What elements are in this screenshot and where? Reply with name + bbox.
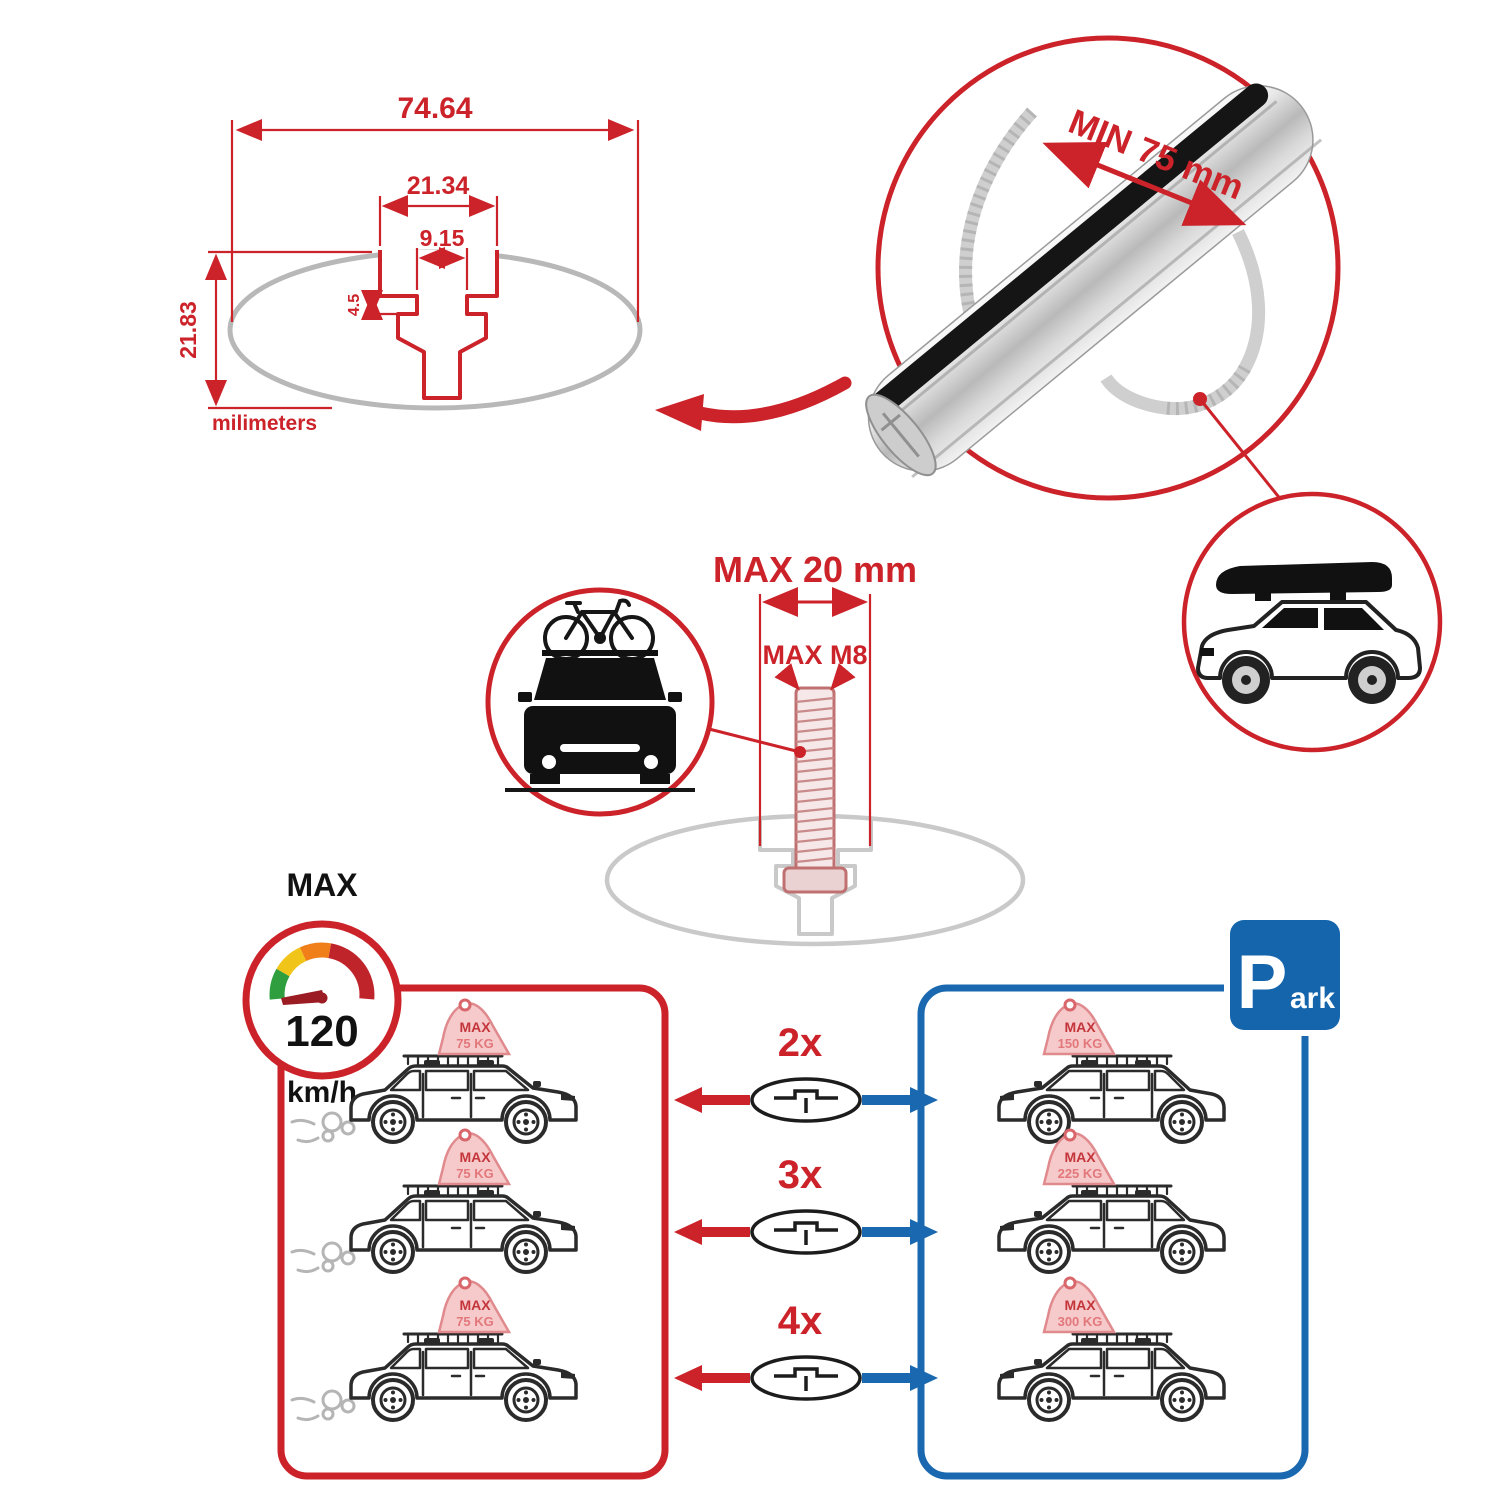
roof-box: [1216, 562, 1392, 594]
tag-value: 300 KG: [1058, 1314, 1103, 1329]
tag-label: MAX: [1064, 1149, 1096, 1165]
tag-label: MAX: [1064, 1019, 1096, 1035]
t-slot-profile: [378, 250, 499, 400]
max-bolt-leader-left: [774, 663, 800, 691]
gauge-needle: [281, 990, 326, 1005]
bar-count-3: 4x: [778, 1299, 823, 1343]
bolt-connector-line: [708, 727, 801, 754]
dim-slot-width-label: 9.15: [420, 225, 465, 251]
bolt-marker-dot: [794, 746, 806, 758]
max-width-label: MAX 20 mm: [713, 549, 917, 590]
cross-section-diagram: 74.64 21.34 9.15 21.83 4.5 milimeters: [175, 92, 852, 435]
dim-slot-extensions: [415, 248, 469, 290]
gauge-arc-yellow: [276, 947, 307, 977]
dim-opening-width-label: 21.34: [407, 172, 470, 200]
suv-connector-line: [1198, 398, 1288, 507]
load-table: P ark MAX 120 km/h MAX 75 KG 2x: [242, 867, 1346, 1480]
gauge-arc-orange: [299, 942, 332, 962]
dim-height-label: 21.83: [175, 301, 201, 359]
load-row-2: MAX 75 KG 3x MAX 225 KG: [290, 1128, 1224, 1272]
min-span-arrow: [1042, 141, 1247, 226]
dim-lip-label: 4.5: [346, 294, 363, 316]
tag-label: MAX: [459, 1149, 491, 1165]
bolt-diagram: MAX 20 mm MAX M8: [485, 549, 1026, 947]
load-row-3: MAX 75 KG 4x MAX 300 KG: [290, 1276, 1224, 1420]
bar-detail: MIN 75 mm: [865, 35, 1443, 753]
park-sign-letter: P: [1237, 940, 1288, 1025]
load-row-1: MAX 75 KG 2x MAX 150 KG: [290, 998, 1224, 1142]
pointer-arrow: [655, 376, 852, 431]
park-sign: P ark: [1224, 914, 1346, 1036]
bar-count-1: 2x: [778, 1021, 823, 1065]
speed-unit: km/h: [287, 1076, 357, 1109]
tag-label: MAX: [459, 1019, 491, 1035]
clamp-rod-right-lower: [1100, 364, 1251, 416]
ghost-t-slot: [758, 818, 873, 936]
dim-opening-extensions: [378, 196, 499, 246]
suv-roofbox-icon: [1196, 562, 1422, 704]
tag-value: 75 KG: [456, 1166, 494, 1181]
bar-count-2: 3x: [778, 1153, 823, 1197]
clamp-rod-right-upper: [1232, 229, 1266, 372]
unit-label: milimeters: [212, 412, 317, 435]
t-bolt: [782, 686, 848, 894]
tag-value: 150 KG: [1058, 1036, 1103, 1051]
dim-total-width-label: 74.64: [397, 92, 472, 125]
speed-value: 120: [285, 1007, 358, 1056]
gauge-arc-green: [269, 968, 290, 1000]
speed-max-label: MAX: [286, 867, 358, 903]
car-front-icon: [505, 650, 695, 792]
max-width-extensions: [758, 594, 872, 846]
max-bolt-leader-right: [830, 663, 856, 691]
tag-label: MAX: [459, 1297, 491, 1313]
tag-value: 75 KG: [456, 1036, 494, 1051]
tag-label: MAX: [1064, 1297, 1096, 1313]
gauge-arc-red: [328, 943, 375, 1000]
speed-limit-gauge: MAX 120 km/h: [242, 867, 402, 1109]
park-sign-suffix: ark: [1290, 982, 1335, 1015]
tag-value: 225 KG: [1058, 1166, 1103, 1181]
max-bolt-label: MAX M8: [762, 640, 867, 670]
t-bolt-head: [782, 866, 848, 894]
dim-total-extensions: [230, 120, 640, 322]
dim-height-extensions: [208, 250, 372, 410]
tag-value: 75 KG: [456, 1314, 494, 1329]
